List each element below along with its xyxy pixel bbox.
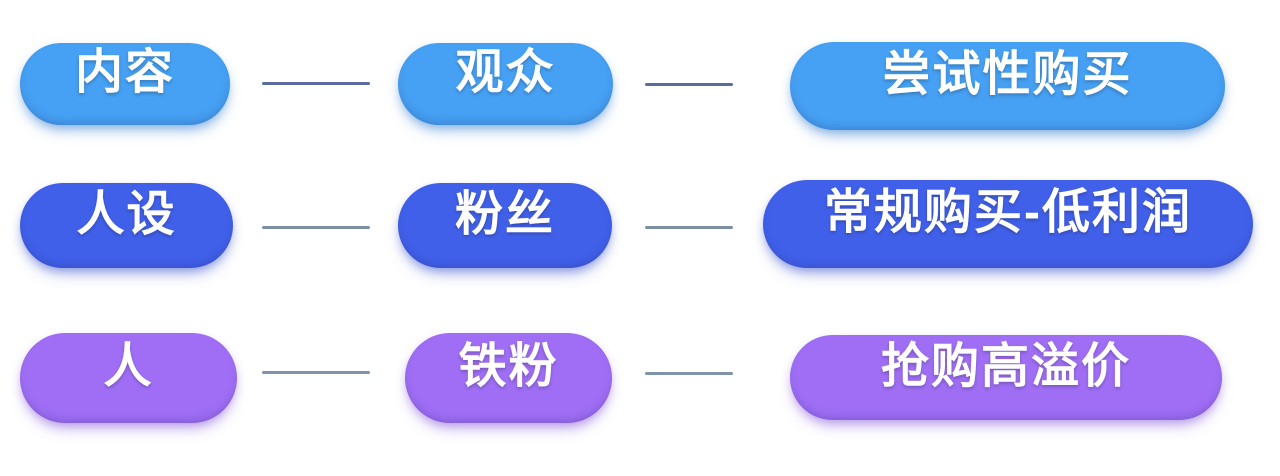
node-persona: 人设: [20, 183, 233, 268]
node-content: 内容: [20, 43, 230, 125]
node-label: 观众: [455, 46, 556, 99]
node-label: 抢购高溢价: [880, 339, 1131, 393]
connector-line: [645, 372, 733, 375]
node-label: 人设: [76, 187, 177, 241]
connector-line: [262, 371, 370, 374]
connector-line: [645, 83, 733, 86]
node-label: 人: [103, 340, 154, 393]
node-regular-purchase: 常规购买-低利润: [763, 180, 1253, 268]
node-label: 尝试性购买: [882, 48, 1133, 101]
node-audience: 观众: [398, 43, 613, 125]
connector-line: [262, 82, 370, 85]
node-superfans: 铁粉: [405, 333, 612, 423]
node-person: 人: [20, 333, 237, 423]
node-label: 常规购买-低利润: [824, 186, 1192, 239]
connector-line: [262, 226, 370, 229]
connector-line: [645, 226, 733, 229]
node-label: 铁粉: [458, 340, 559, 393]
node-fans: 粉丝: [398, 183, 612, 268]
node-trial-purchase: 尝试性购买: [790, 42, 1225, 130]
node-label: 粉丝: [454, 187, 555, 241]
node-premium-purchase: 抢购高溢价: [790, 335, 1222, 420]
node-label: 内容: [74, 46, 175, 99]
